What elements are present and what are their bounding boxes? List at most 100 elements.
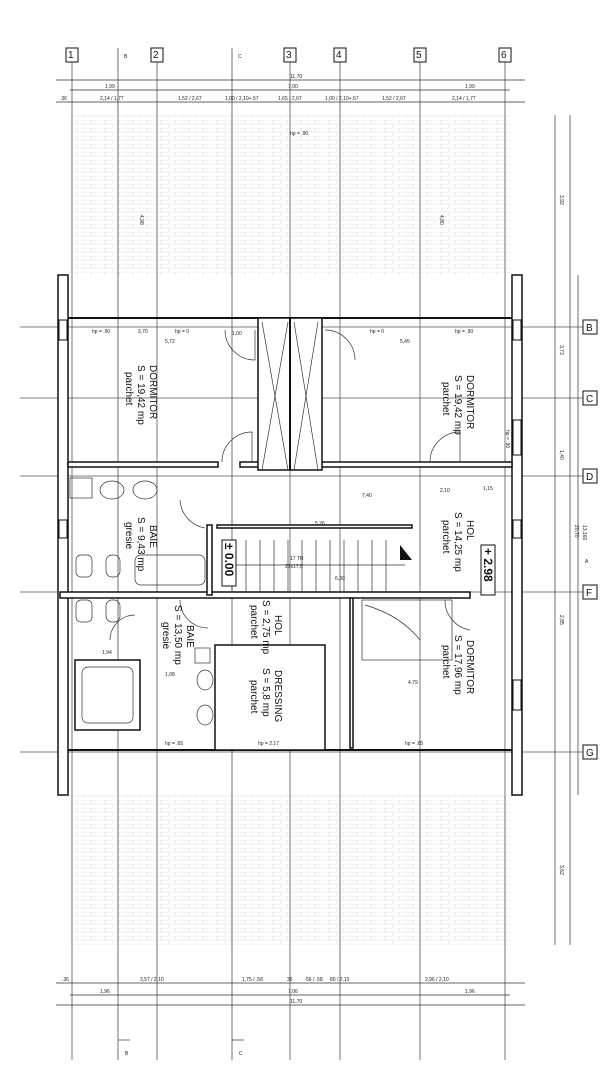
svg-text:hp = .65: hp = .65 xyxy=(165,741,183,747)
svg-text:DORMITOR: DORMITOR xyxy=(464,640,475,694)
svg-text:2,10: 2,10 xyxy=(440,488,450,494)
svg-text:7,00: 7,00 xyxy=(288,84,298,90)
svg-text:1,75 / .58: 1,75 / .58 xyxy=(242,977,263,983)
svg-text:7,06: 7,06 xyxy=(288,989,298,995)
svg-text:3,73: 3,73 xyxy=(558,345,564,355)
svg-text:2,14 / 1,77: 2,14 / 1,77 xyxy=(100,96,124,102)
svg-text:3,57 / 2,10: 3,57 / 2,10 xyxy=(140,977,164,983)
svg-text:17 TR: 17 TR xyxy=(290,556,304,562)
dimension-chain-bottom: .36 3,57 / 2,10 1,75 / .58 35 56 / .58 8… xyxy=(56,977,525,1006)
svg-text:± 0.00: ± 0.00 xyxy=(222,543,236,577)
interior-walls xyxy=(59,317,513,751)
axis-labels-top: 1 2 3 4 5 6 B C xyxy=(65,47,512,63)
svg-text:F: F xyxy=(586,588,592,599)
svg-text:hp = 0: hp = 0 xyxy=(175,329,189,335)
svg-text:BAIE: BAIE xyxy=(184,625,195,648)
room-hol-upper: HOL S = 14,25 mp parchet xyxy=(440,512,475,572)
svg-text:S = 14,25 mp: S = 14,25 mp xyxy=(452,512,463,572)
svg-text:7,40: 7,40 xyxy=(362,493,372,499)
svg-text:1,00: 1,00 xyxy=(232,331,242,337)
svg-text:C: C xyxy=(239,1051,243,1057)
svg-text:1,08: 1,08 xyxy=(165,672,175,678)
svg-text:3,62: 3,62 xyxy=(558,865,564,875)
svg-text:hp = 2.17: hp = 2.17 xyxy=(258,741,279,747)
svg-text:S = 19,42 mp: S = 19,42 mp xyxy=(452,375,463,435)
room-baie-1: BAIE S = 9,43 mp gresie xyxy=(123,517,158,572)
svg-text:+ 2.98: + 2.98 xyxy=(481,548,495,582)
svg-text:80 / 2,10: 80 / 2,10 xyxy=(330,977,350,983)
room-baie-2: BAIE S = 13,50 mp gresie xyxy=(160,605,195,665)
svg-text:1,99: 1,99 xyxy=(465,84,475,90)
level-marker-floor: + 2.98 xyxy=(480,544,496,596)
svg-text:1,52 / 2,67: 1,52 / 2,67 xyxy=(382,96,406,102)
svg-text:5,45: 5,45 xyxy=(400,339,410,345)
svg-text:G: G xyxy=(586,748,594,759)
svg-text:.36: .36 xyxy=(60,96,67,102)
svg-text:5,72: 5,72 xyxy=(165,339,175,345)
svg-text:6: 6 xyxy=(501,50,507,61)
svg-text:4: 4 xyxy=(336,50,342,61)
exterior-walls xyxy=(57,274,523,796)
svg-text:A: A xyxy=(585,559,589,565)
svg-text:parchet: parchet xyxy=(440,645,451,679)
svg-text:11,70: 11,70 xyxy=(290,999,302,1005)
svg-text:2,85: 2,85 xyxy=(558,615,564,625)
svg-text:3,70: 3,70 xyxy=(138,329,148,335)
room-hol-lower: HOL S = 2,75 mp parchet xyxy=(248,600,283,655)
room-dormitor-bottom: DORMITOR S = 17,96 mp parchet xyxy=(440,635,475,695)
svg-text:4,80: 4,80 xyxy=(438,215,444,225)
svg-text:B: B xyxy=(124,54,128,60)
svg-text:parchet: parchet xyxy=(440,520,451,554)
svg-text:35: 35 xyxy=(287,977,293,983)
room-dressing: DRESSING S = 5,8 mp parchet xyxy=(248,668,283,722)
bathroom-fixtures xyxy=(69,477,453,731)
svg-text:1,96: 1,96 xyxy=(465,989,475,995)
svg-text:4,98: 4,98 xyxy=(138,215,144,225)
svg-text:DORMITOR: DORMITOR xyxy=(147,365,158,419)
dimension-chain-right: 3,92 3,73 1,40 20,70 13,160 2,85 3,62 xyxy=(554,115,587,945)
svg-text:1,99: 1,99 xyxy=(105,84,115,90)
svg-text:11,70: 11,70 xyxy=(290,74,302,80)
svg-text:2,96 / 2,10: 2,96 / 2,10 xyxy=(425,977,449,983)
svg-text:hp = .90: hp = .90 xyxy=(92,329,110,335)
svg-text:1: 1 xyxy=(68,50,74,61)
svg-text:1,94: 1,94 xyxy=(102,650,112,656)
svg-text:6,30: 6,30 xyxy=(335,576,345,582)
svg-text:13,160: 13,160 xyxy=(581,525,587,541)
svg-text:1,65 / 2,67: 1,65 / 2,67 xyxy=(278,96,302,102)
svg-text:parchet: parchet xyxy=(248,680,259,714)
svg-text:1,00 / 2,10+.57: 1,00 / 2,10+.57 xyxy=(325,96,359,102)
svg-text:S = 17,96 mp: S = 17,96 mp xyxy=(452,635,463,695)
svg-text:1,96: 1,96 xyxy=(100,989,110,995)
svg-text:HOL: HOL xyxy=(464,520,475,541)
svg-text:parchet: parchet xyxy=(248,605,259,639)
level-marker-ground: ± 0.00 xyxy=(221,539,237,587)
svg-text:B: B xyxy=(586,323,593,334)
svg-text:1,52 / 2,67: 1,52 / 2,67 xyxy=(178,96,202,102)
svg-text:2: 2 xyxy=(153,50,159,61)
svg-text:hp = .90: hp = .90 xyxy=(455,329,473,335)
svg-text:C: C xyxy=(586,394,593,405)
svg-text:hp = 0: hp = 0 xyxy=(370,329,384,335)
svg-text:5: 5 xyxy=(416,50,422,61)
svg-text:DORMITOR: DORMITOR xyxy=(464,375,475,429)
svg-text:S = 13,50 mp: S = 13,50 mp xyxy=(172,605,183,665)
svg-text:S = 9,43 mp: S = 9,43 mp xyxy=(135,517,146,572)
svg-text:parchet: parchet xyxy=(123,372,134,406)
svg-text:HOL: HOL xyxy=(272,615,283,636)
svg-text:2,14 / 1,77: 2,14 / 1,77 xyxy=(452,96,476,102)
svg-text:DRESSING: DRESSING xyxy=(272,670,283,722)
svg-text:S = 2,75 mp: S = 2,75 mp xyxy=(260,600,271,655)
svg-text:parchet: parchet xyxy=(440,382,451,416)
svg-text:3: 3 xyxy=(286,50,292,61)
svg-text:BAIE: BAIE xyxy=(147,525,158,548)
svg-text:1,15: 1,15 xyxy=(483,486,493,492)
svg-text:1,00 / 2,10+.57: 1,00 / 2,10+.57 xyxy=(225,96,259,102)
svg-text:gresie: gresie xyxy=(160,622,171,650)
svg-text:hp = .90: hp = .90 xyxy=(504,430,510,448)
staircase: 17 TR 27x17,5 xyxy=(225,540,412,592)
svg-text:hp = .65: hp = .65 xyxy=(405,741,423,747)
svg-text:20,70: 20,70 xyxy=(573,525,579,538)
svg-text:5,26: 5,26 xyxy=(315,521,325,527)
